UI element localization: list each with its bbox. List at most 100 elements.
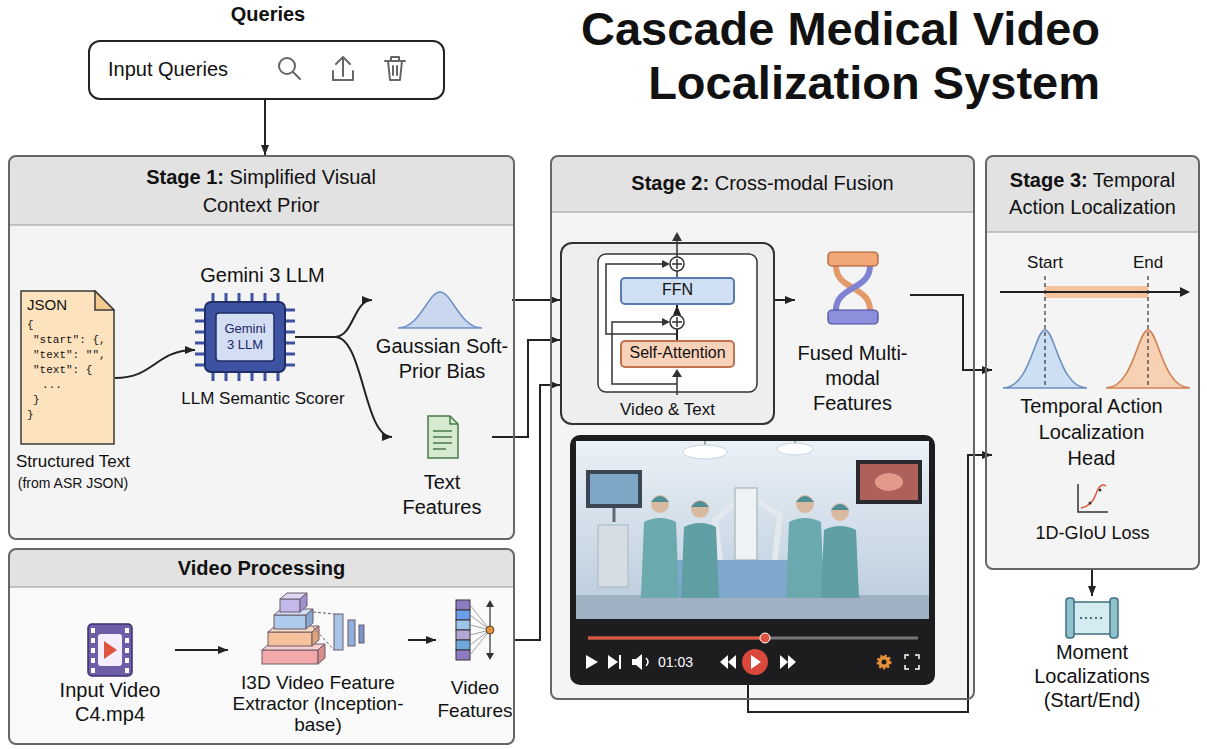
cnn-icon	[262, 593, 364, 664]
connector	[264, 100, 266, 155]
feature-extractor-text: I3D Video Feature Extractor (Inception-b…	[228, 672, 408, 735]
localization-head-text: Start	[1020, 253, 1070, 273]
text-slot: }	[27, 408, 87, 423]
loss-chart-icon	[1078, 484, 1108, 512]
prior-item: Gaussian Soft-Prior Bias	[372, 288, 512, 388]
text-slot: Video Features	[436, 676, 514, 722]
text-slot: "text": {	[33, 363, 113, 378]
layer-box-text: Self-Attention	[622, 342, 733, 364]
transformer-block: Video & Text FFN Self-Attention	[560, 242, 775, 425]
llm-chip: Gemini 3 LLMGemini 3 LLMLLM Semantic Sco…	[195, 293, 295, 381]
llm-chip-text: Gemini 3 LLM	[221, 321, 269, 353]
json-document: JSON {"start": {,"text": "","text": {...}…	[20, 290, 115, 445]
feature-item-text: Video Features	[436, 676, 514, 722]
json-document-text: }	[27, 408, 87, 423]
layer-box-text: FFN	[622, 279, 733, 301]
json-document-text: {	[27, 318, 109, 333]
json-document-text: Structured Text	[3, 452, 143, 472]
text-slot: {	[27, 318, 109, 333]
localization-head-text: Temporal Action Localization Head	[1014, 393, 1169, 471]
text-slot: (from ASR JSON)	[3, 474, 143, 492]
query-box-text: Input Queries	[108, 57, 288, 81]
json-document-text: JSON	[27, 296, 87, 314]
video-player	[570, 435, 935, 685]
text-slot: Fused Multi-modal Features	[795, 341, 910, 416]
stage-panel-text: Stage 2: Cross-modal Fusion	[552, 169, 973, 197]
transformer-wiring	[606, 240, 677, 395]
json-document-text: "text": {	[33, 363, 113, 378]
text-slot: Gemini 3 LLM	[221, 321, 269, 353]
document-body	[21, 291, 114, 444]
connector	[115, 350, 195, 378]
transformer-fill	[560, 242, 775, 425]
connector	[1091, 570, 1093, 596]
prior-item-text: Gaussian Soft-Prior Bias	[372, 334, 512, 384]
stage-panel-text: Stage 1: Simplified Visual Context Prior	[116, 163, 406, 219]
text-slot: JSON	[27, 296, 87, 314]
query-box-text: Queries	[168, 2, 368, 26]
text-emphasis: Stage 1:	[146, 166, 224, 188]
video-player: 01:03	[570, 435, 935, 685]
feature-item: Text Features	[392, 412, 492, 524]
connector	[175, 649, 228, 651]
llm-chip-text: Gemini 3 LLM	[195, 263, 330, 287]
feature-vector-icon	[456, 600, 494, 660]
processing-panel: Video ProcessingInput Video C4.mp4 I3D Vi…	[8, 548, 515, 745]
output-item: Moment Localizations (Start/End)	[1027, 596, 1157, 721]
connector	[910, 295, 992, 370]
output-item-text: Moment Localizations (Start/End)	[1027, 640, 1157, 712]
connector	[295, 300, 372, 337]
connector	[514, 385, 560, 640]
fusion-item: Fused Multi-modal Features	[795, 245, 910, 425]
stage-panel: Stage 3: Temporal Action LocalizationSta…	[985, 155, 1200, 570]
text-slot: Start	[1020, 253, 1070, 273]
text-slot: Input Video C4.mp4	[45, 678, 175, 726]
text-slot: "start": {,	[33, 333, 113, 348]
json-document-text: ...	[42, 378, 102, 393]
text-slot: ...	[42, 378, 102, 393]
chip-icon	[195, 293, 295, 381]
text-slot: Structured Text	[3, 452, 143, 472]
feature-item-text: Text Features	[392, 470, 492, 520]
temporal-plot	[1000, 276, 1190, 388]
text-slot: Stage 1: Simplified Visual Context Prior	[116, 163, 406, 219]
note-label: 1D-GIoU Loss	[1000, 522, 1185, 544]
text-slot: Video Processing	[10, 554, 513, 582]
text-slot: }	[33, 393, 93, 408]
layer-box: FFN	[620, 277, 735, 305]
feature-item: Video Features	[436, 592, 514, 730]
json-document-text: (from ASR JSON)	[3, 474, 143, 492]
text-slot: "text": "",	[33, 348, 113, 363]
text-slot: LLM Semantic Scorer	[173, 389, 353, 409]
processing-panel-text: Video Processing	[10, 554, 513, 582]
text-slot: Input Queries	[108, 57, 288, 81]
json-document-text: "start": {,	[33, 333, 113, 348]
connector	[775, 299, 795, 301]
connector	[408, 639, 436, 641]
text-slot: FFN	[622, 279, 733, 301]
video-input: Input Video C4.mp4	[45, 620, 175, 725]
localization-head-text: End	[1123, 253, 1173, 273]
video-panel-fill	[8, 548, 515, 745]
text-slot: Gemini 3 LLM	[195, 263, 330, 287]
stage-two-fill	[550, 155, 975, 700]
llm-chip-text: LLM Semantic Scorer	[173, 389, 353, 409]
output-scroll-icon	[1066, 598, 1118, 638]
video-player-text: 01:03	[658, 653, 708, 671]
fusion-item-text: Fused Multi-modal Features	[795, 341, 910, 416]
text-slot: Stage 3: Temporal Action Localization	[987, 167, 1198, 221]
query-box: QueriesInput Queries	[88, 40, 445, 100]
diagram-title: Cascade Medical Video Localization Syste…	[560, 2, 1100, 110]
video-file-icon	[88, 624, 132, 676]
json-document-text: "text": "",	[33, 348, 113, 363]
query-box-fill	[88, 40, 445, 100]
stage-panel: Stage 2: Cross-modal FusionVideo & Text F…	[550, 155, 975, 700]
localization-head: Start EndTemporal Action Localization Hea…	[992, 245, 1192, 475]
stage-panel-text: Stage 3: Temporal Action Localization	[987, 167, 1198, 221]
transformer-block-text: Video & Text	[562, 400, 773, 420]
text-emphasis: Stage 3:	[1010, 169, 1088, 191]
